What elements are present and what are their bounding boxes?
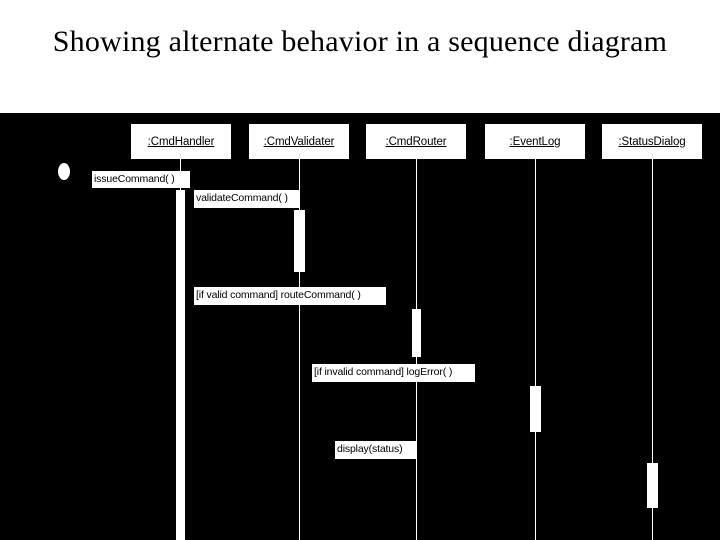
activation-event-log bbox=[530, 386, 541, 432]
activation-cmd-validater bbox=[294, 210, 305, 272]
message-label-issue-command[interactable]: issueCommand( ) bbox=[92, 171, 190, 188]
lifeline-header-cmd-router-label: :CmdRouter bbox=[385, 135, 447, 148]
lifeline-event-log bbox=[535, 159, 536, 540]
sequence-diagram-canvas: :CmdHandler :CmdValidater :CmdRouter :Ev… bbox=[0, 113, 720, 540]
actor-head-icon bbox=[58, 163, 70, 180]
lifeline-header-cmd-validater[interactable]: :CmdValidater bbox=[249, 124, 349, 159]
message-label-log-error[interactable]: [if invalid command] logError( ) bbox=[312, 364, 475, 382]
lifeline-header-cmd-router[interactable]: :CmdRouter bbox=[366, 124, 466, 159]
message-label-validate-command[interactable]: validateCommand( ) bbox=[194, 190, 300, 208]
lifeline-header-status-dialog-label: :StatusDialog bbox=[618, 135, 686, 148]
message-label-route-command[interactable]: [if valid command] routeCommand( ) bbox=[194, 287, 386, 305]
lifeline-header-status-dialog[interactable]: :StatusDialog bbox=[602, 124, 702, 159]
lifeline-cmd-validater bbox=[299, 159, 300, 540]
lifeline-header-cmd-validater-label: :CmdValidater bbox=[263, 135, 335, 148]
lifeline-header-cmd-handler-label: :CmdHandler bbox=[147, 135, 215, 148]
lifeline-header-event-log[interactable]: :EventLog bbox=[485, 124, 585, 159]
lifeline-status-dialog bbox=[652, 159, 653, 540]
lifeline-header-event-log-label: :EventLog bbox=[509, 135, 561, 148]
message-label-display-status[interactable]: display(status) bbox=[335, 441, 416, 459]
activation-cmd-handler bbox=[176, 190, 185, 540]
activation-cmd-router bbox=[412, 309, 421, 357]
lifeline-header-cmd-handler[interactable]: :CmdHandler bbox=[131, 124, 231, 159]
activation-status-dialog bbox=[647, 463, 658, 508]
page-title: Showing alternate behavior in a sequence… bbox=[52, 25, 668, 58]
